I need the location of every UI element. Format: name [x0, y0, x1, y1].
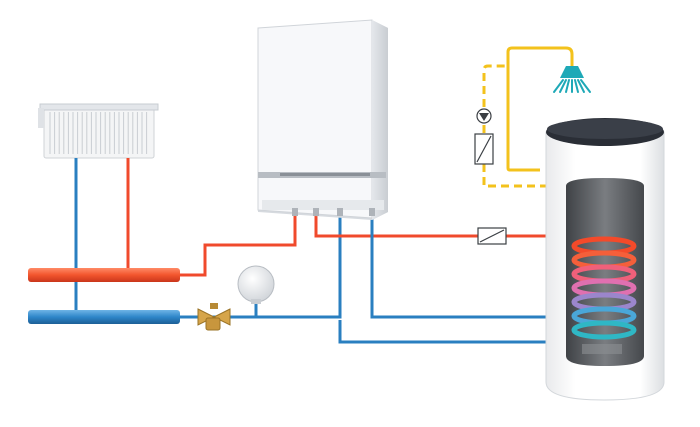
hot-water-supply-pipe [506, 46, 574, 172]
strainer-valve-icon [197, 303, 231, 331]
expansion-vessel-icon [237, 265, 275, 317]
radiator-icon [38, 103, 159, 159]
circulation-check-valve-icon [474, 133, 494, 165]
circulation-loop-pipe [482, 64, 548, 188]
heating-flow-manifold [28, 268, 180, 282]
heating-return-manifold [28, 310, 180, 324]
shower-spray [577, 79, 585, 93]
shower-spray [559, 79, 567, 93]
coil-turn [571, 320, 637, 340]
boiler-heating-return-pipe [180, 212, 342, 319]
tank-coil-flow-pipe [314, 212, 548, 238]
tank-coil-return-pipe [370, 212, 548, 319]
wall-boiler-icon [257, 19, 388, 220]
shower-spray [553, 79, 564, 93]
shower-spray [574, 79, 579, 93]
cold-water-supply-pipe [338, 320, 560, 344]
boiler-heating-flow-pipe [180, 212, 297, 277]
check-valve-icon [477, 227, 507, 245]
shower-spray [565, 79, 570, 93]
hot-water-cylinder-icon [545, 118, 665, 401]
shower-spray [580, 79, 591, 93]
circulation-pump-icon [476, 108, 492, 124]
shower-head-icon [553, 66, 591, 93]
heating-coil-icon [571, 236, 637, 340]
